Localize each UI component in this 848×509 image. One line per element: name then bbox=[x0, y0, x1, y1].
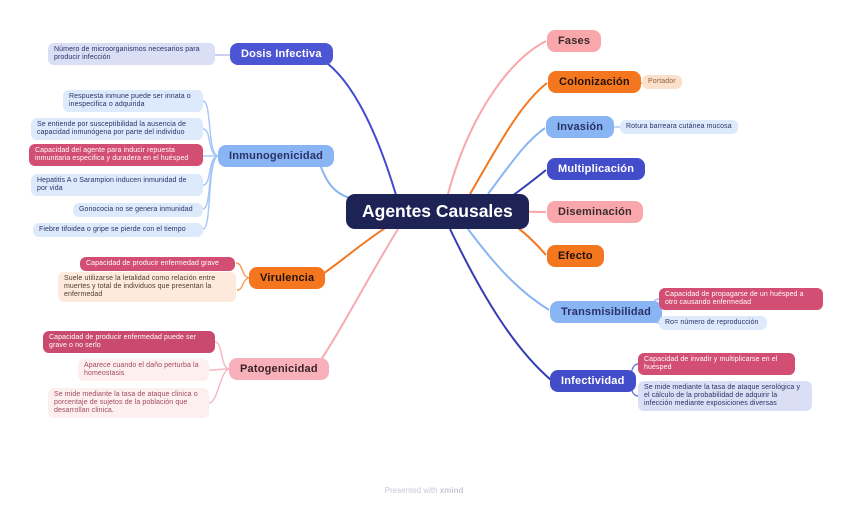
note-inmuno-hepatitis[interactable]: Hepatitis A o Sarampion inducen inmunida… bbox=[31, 174, 203, 197]
note-inmuno-susceptibilidad[interactable]: Se entiende por susceptibilidad la ausen… bbox=[31, 118, 203, 141]
connector-viru-note-1 bbox=[235, 262, 250, 279]
topic-colonizacion[interactable]: Colonización bbox=[548, 71, 641, 93]
connector-inmuno-note-4 bbox=[202, 155, 219, 186]
note-dosis-infectiva[interactable]: Número de microorganismos necesarios par… bbox=[48, 43, 215, 66]
note-infect-invadir[interactable]: Capacidad de invadir y multiplicarse en … bbox=[638, 353, 795, 376]
connector-invasion bbox=[487, 127, 546, 195]
connector-dosis-infectiva bbox=[315, 55, 397, 196]
connector-viru-note-2 bbox=[236, 277, 250, 291]
connector-inmuno-note-2 bbox=[202, 128, 219, 157]
note-infect-tasa[interactable]: Se mide mediante la tasa de ataque serol… bbox=[638, 381, 812, 412]
note-viru-letalidad[interactable]: Suele utilizarse la letalidad como relac… bbox=[58, 272, 236, 303]
watermark-prefix: Presented with bbox=[384, 486, 440, 495]
connector-efecto bbox=[513, 224, 547, 256]
note-inmuno-capacidad[interactable]: Capacidad del agente para inducir repues… bbox=[29, 144, 203, 167]
connector-virulencia bbox=[317, 227, 386, 278]
topic-dosis-infectiva[interactable]: Dosis Infectiva bbox=[230, 43, 333, 65]
connector-fases bbox=[447, 40, 547, 195]
note-inmuno-fiebre[interactable]: Fiebre tifoidea o gripe se pierde con el… bbox=[33, 223, 203, 238]
note-pato-capacidad[interactable]: Capacidad de producir enfermedad puede s… bbox=[43, 331, 215, 354]
connector-infectividad bbox=[449, 228, 552, 381]
central-topic[interactable]: Agentes Causales bbox=[346, 194, 529, 229]
topic-patogenicidad[interactable]: Patogenicidad bbox=[229, 358, 329, 380]
topic-invasion[interactable]: Invasión bbox=[546, 116, 615, 138]
topic-transmisibilidad[interactable]: Transmisibilidad bbox=[550, 301, 663, 323]
note-inmuno-respuesta[interactable]: Respuesta inmune puede ser innata o ines… bbox=[63, 90, 203, 113]
note-pato-tasa[interactable]: Se mide mediante la tasa de ataque clini… bbox=[48, 388, 209, 419]
watermark: Presented with xmind bbox=[0, 486, 848, 495]
note-transmis-ro[interactable]: Ro= número de reproducción bbox=[659, 316, 767, 331]
connector-multiplicacion bbox=[511, 169, 547, 197]
topic-infectividad[interactable]: Infectividad bbox=[550, 370, 636, 392]
note-viru-grave[interactable]: Capacidad de producir enfermedad grave bbox=[80, 257, 235, 272]
connector-pato-note-2 bbox=[208, 368, 230, 371]
watermark-brand: xmind bbox=[439, 486, 464, 495]
note-transmis-propagarse[interactable]: Capacidad de propagarse de un huésped a … bbox=[659, 288, 823, 311]
connector-patogenicidad bbox=[315, 228, 399, 368]
note-portador[interactable]: Portador bbox=[642, 75, 682, 90]
topic-diseminacion[interactable]: Diseminación bbox=[547, 201, 643, 223]
connector-inmuno-note-6 bbox=[202, 155, 219, 230]
topic-virulencia[interactable]: Virulencia bbox=[249, 267, 326, 289]
note-rotura-barrera[interactable]: Rotura barreara cutánea mucosa bbox=[620, 120, 738, 135]
connector-inmuno-note-1 bbox=[202, 100, 219, 157]
topic-multiplicacion[interactable]: Multiplicación bbox=[547, 158, 646, 180]
connector-transmisibilidad bbox=[467, 228, 550, 311]
connector-inmuno-note-5 bbox=[202, 155, 219, 210]
note-pato-aparece[interactable]: Aparece cuando el daño perturba la homeo… bbox=[78, 359, 209, 382]
connector-pato-note-3 bbox=[208, 368, 230, 404]
note-inmuno-gonococia[interactable]: Gonococia no se genera inmunidad bbox=[73, 203, 203, 218]
topic-inmunogenicidad[interactable]: Inmunogenicidad bbox=[218, 145, 335, 167]
topic-efecto[interactable]: Efecto bbox=[547, 245, 604, 267]
topic-fases[interactable]: Fases bbox=[547, 30, 602, 52]
connector-colonizacion bbox=[469, 82, 548, 195]
connector-pato-note-1 bbox=[214, 341, 230, 370]
